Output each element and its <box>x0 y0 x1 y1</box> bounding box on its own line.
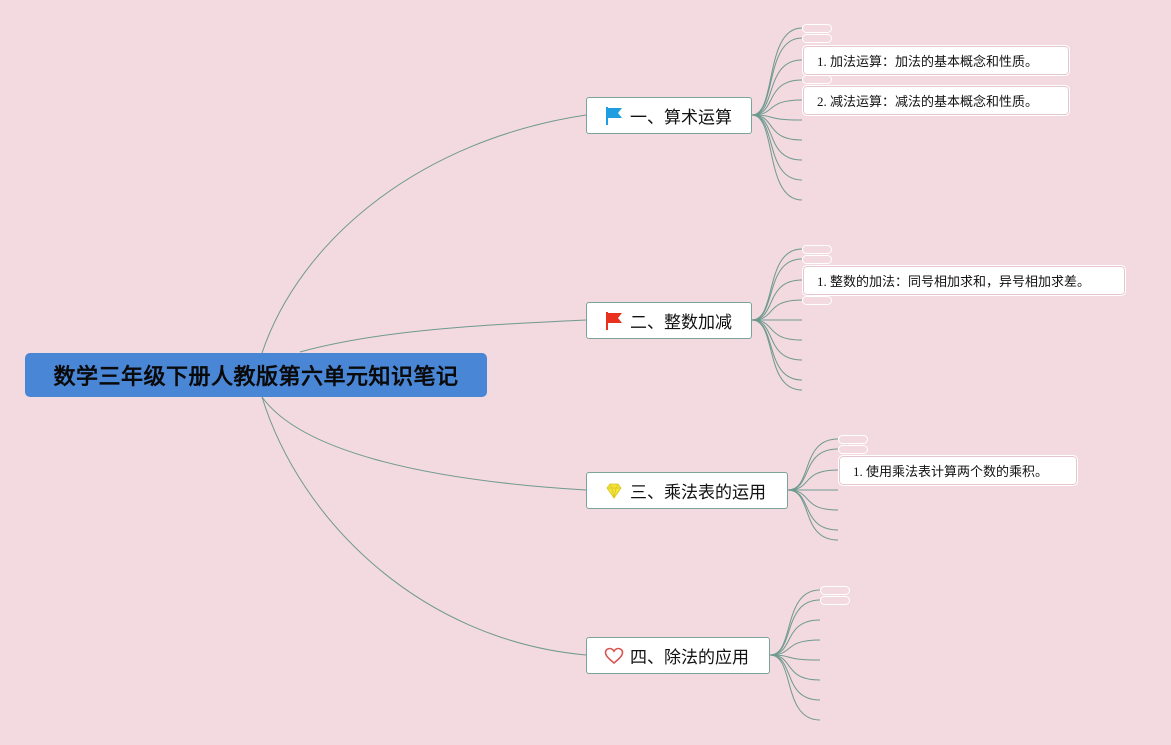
connector-root-branch-3 <box>261 396 587 491</box>
connector-fan-3-4 <box>787 489 839 511</box>
connector-fan-4-5 <box>769 654 821 681</box>
heart-icon <box>603 645 625 667</box>
connector-root-branch-2 <box>299 319 587 353</box>
connector-fan-1-3 <box>751 79 803 116</box>
connector-fan-2-5 <box>751 319 803 341</box>
connector-fan-1-2 <box>751 59 803 116</box>
connector-fan-4-6 <box>769 654 821 701</box>
connector-fan-4-7 <box>769 654 821 721</box>
connector-fan-3-6 <box>787 489 839 541</box>
branch-division[interactable]: 四、除法的应用 <box>586 637 770 674</box>
connector-fan-2-3 <box>751 299 803 321</box>
empty-subtopic[interactable] <box>820 596 850 605</box>
leaf-addition[interactable]: 1. 加法运算：加法的基本概念和性质。 <box>802 45 1070 76</box>
empty-subtopic[interactable] <box>802 296 832 305</box>
connector-fan-1-1 <box>751 37 803 116</box>
empty-subtopic[interactable] <box>820 586 850 595</box>
connector-fan-1-7 <box>751 114 803 161</box>
empty-subtopic[interactable] <box>802 34 832 43</box>
branch-label: 二、整数加减 <box>630 313 732 332</box>
branch-arithmetic[interactable]: 一、算术运算 <box>586 97 752 134</box>
connector-fan-3-1 <box>787 448 839 491</box>
red-flag-icon <box>603 310 625 332</box>
connector-fan-2-8 <box>751 319 803 391</box>
branch-multiplication-table[interactable]: 三、乘法表的运用 <box>586 472 788 509</box>
root-title: 数学三年级下册人教版第六单元知识笔记 <box>53 364 459 389</box>
leaf-multiplication-table[interactable]: 1. 使用乘法表计算两个数的乘积。 <box>838 455 1078 486</box>
empty-subtopic[interactable] <box>802 255 832 264</box>
empty-subtopic[interactable] <box>802 24 832 33</box>
blue-flag-icon <box>603 105 625 127</box>
leaf-integer-addition[interactable]: 1. 整数的加法：同号相加求和，异号相加求差。 <box>802 265 1126 296</box>
empty-subtopic[interactable] <box>802 75 832 84</box>
connector-fan-2-0 <box>751 248 803 321</box>
connector-fan-3-2 <box>787 469 839 491</box>
connector-fan-3-0 <box>787 438 839 491</box>
diamond-icon <box>603 480 625 502</box>
root-topic[interactable]: 数学三年级下册人教版第六单元知识笔记 <box>25 353 487 397</box>
connector-fan-4-2 <box>769 619 821 656</box>
leaf-text: 1. 加法运算：加法的基本概念和性质。 <box>817 54 1039 69</box>
connector-fan-4-0 <box>769 589 821 656</box>
connector-fan-1-6 <box>751 114 803 141</box>
branch-integer-add-subtract[interactable]: 二、整数加减 <box>586 302 752 339</box>
connector-root-branch-4 <box>261 396 587 656</box>
leaf-subtraction[interactable]: 2. 减法运算：减法的基本概念和性质。 <box>802 85 1070 116</box>
leaf-text: 2. 减法运算：减法的基本概念和性质。 <box>817 94 1039 109</box>
connector-fan-2-2 <box>751 279 803 321</box>
connector-fan-1-9 <box>751 114 803 201</box>
empty-subtopic[interactable] <box>802 245 832 254</box>
leaf-text: 1. 使用乘法表计算两个数的乘积。 <box>853 464 1049 479</box>
connector-fan-1-4 <box>751 99 803 116</box>
connector-fan-2-1 <box>751 258 803 321</box>
empty-subtopic[interactable] <box>838 435 868 444</box>
connector-fan-4-3 <box>769 639 821 656</box>
connector-fan-1-0 <box>751 27 803 116</box>
connector-fan-4-1 <box>769 599 821 656</box>
leaf-text: 1. 整数的加法：同号相加求和，异号相加求差。 <box>817 274 1091 289</box>
branch-label: 四、除法的应用 <box>630 648 749 667</box>
connector-root-branch-1 <box>261 114 587 354</box>
branch-label: 三、乘法表的运用 <box>630 483 766 502</box>
empty-subtopic[interactable] <box>838 445 868 454</box>
branch-label: 一、算术运算 <box>630 108 732 127</box>
